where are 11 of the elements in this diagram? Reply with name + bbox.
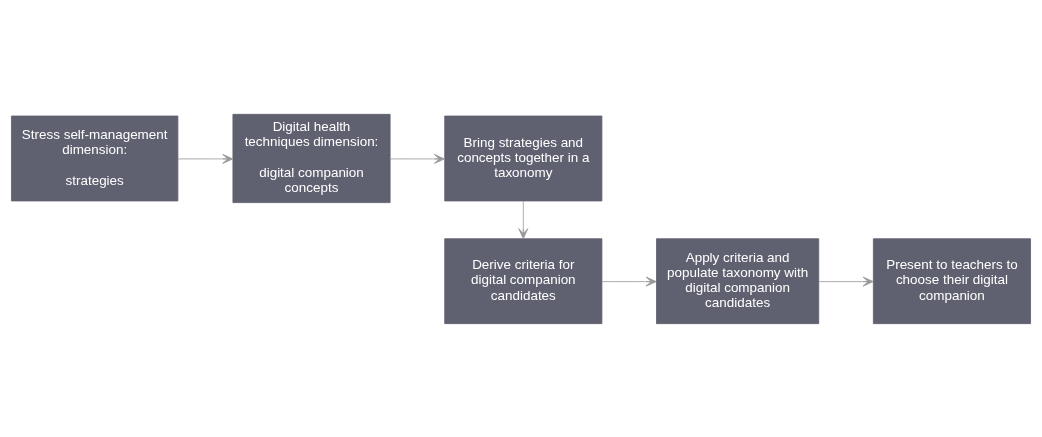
arrow (818, 276, 874, 287)
node-box: Apply criteria and populate taxonomy with digital companion candidates (656, 237, 820, 324)
node-box: Bring strategies and concepts together in a taxonomy (444, 115, 603, 201)
node-box: Derive criteria for digital companion candidates (444, 237, 603, 324)
node-box: Stress self-management dimension: strategies (11, 115, 179, 201)
arrow (177, 153, 234, 164)
arrow (601, 276, 657, 287)
arrow (518, 200, 529, 239)
arrow (389, 153, 445, 164)
node-box: Digital health techniques dimension: digital companion concepts (232, 113, 391, 203)
node-box: Present to teachers to choose their digital companion (872, 237, 1031, 324)
